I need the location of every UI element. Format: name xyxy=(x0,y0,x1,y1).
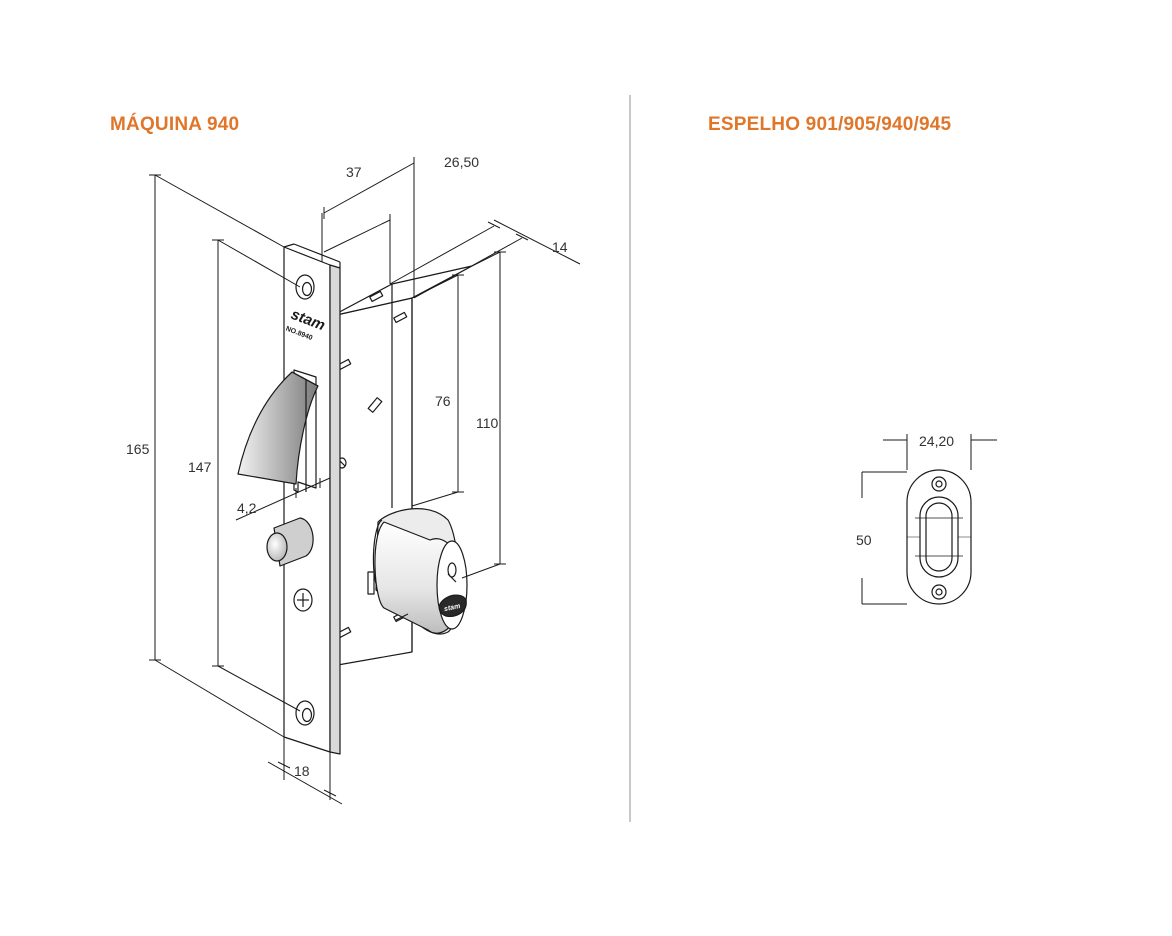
right-dimension-labels: 24,20 50 xyxy=(856,433,954,548)
lock-machine: stam NO.8940 stam xyxy=(237,243,473,755)
dim-inner-height: 147 xyxy=(188,459,212,475)
latch-bolt xyxy=(237,369,319,493)
left-dimension-labels: 165 147 37 26,50 14 76 110 4,2 18 xyxy=(126,154,568,779)
deadbolt-knob xyxy=(266,517,314,567)
escutcheon-top-screw xyxy=(931,476,947,492)
dim-center-height: 76 xyxy=(435,393,451,409)
dim-thickness: 14 xyxy=(552,239,568,255)
faceplate-screw xyxy=(293,588,313,612)
dim-backset: 37 xyxy=(346,164,362,180)
escutcheon-plate xyxy=(906,469,972,605)
left-dimension-lines xyxy=(149,157,581,805)
cylinder-logo-text: stam xyxy=(444,603,461,613)
lock-cylinder: stam xyxy=(367,508,468,635)
dim-body-height: 110 xyxy=(476,415,499,431)
dim-offset: 4,2 xyxy=(237,500,257,516)
machine-title: MÁQUINA 940 xyxy=(110,114,240,135)
right-dimension-lines xyxy=(861,434,997,605)
section-divider xyxy=(629,95,631,822)
dim-depth: 26,50 xyxy=(444,154,479,170)
dim-total-height: 165 xyxy=(126,441,150,457)
dim-escutcheon-height: 50 xyxy=(856,532,872,548)
escutcheon-bottom-screw xyxy=(931,584,947,600)
dim-faceplate-width: 18 xyxy=(294,763,310,779)
dim-escutcheon-width: 24,20 xyxy=(919,433,954,449)
escutcheon-title: ESPELHO 901/905/940/945 xyxy=(708,114,952,135)
